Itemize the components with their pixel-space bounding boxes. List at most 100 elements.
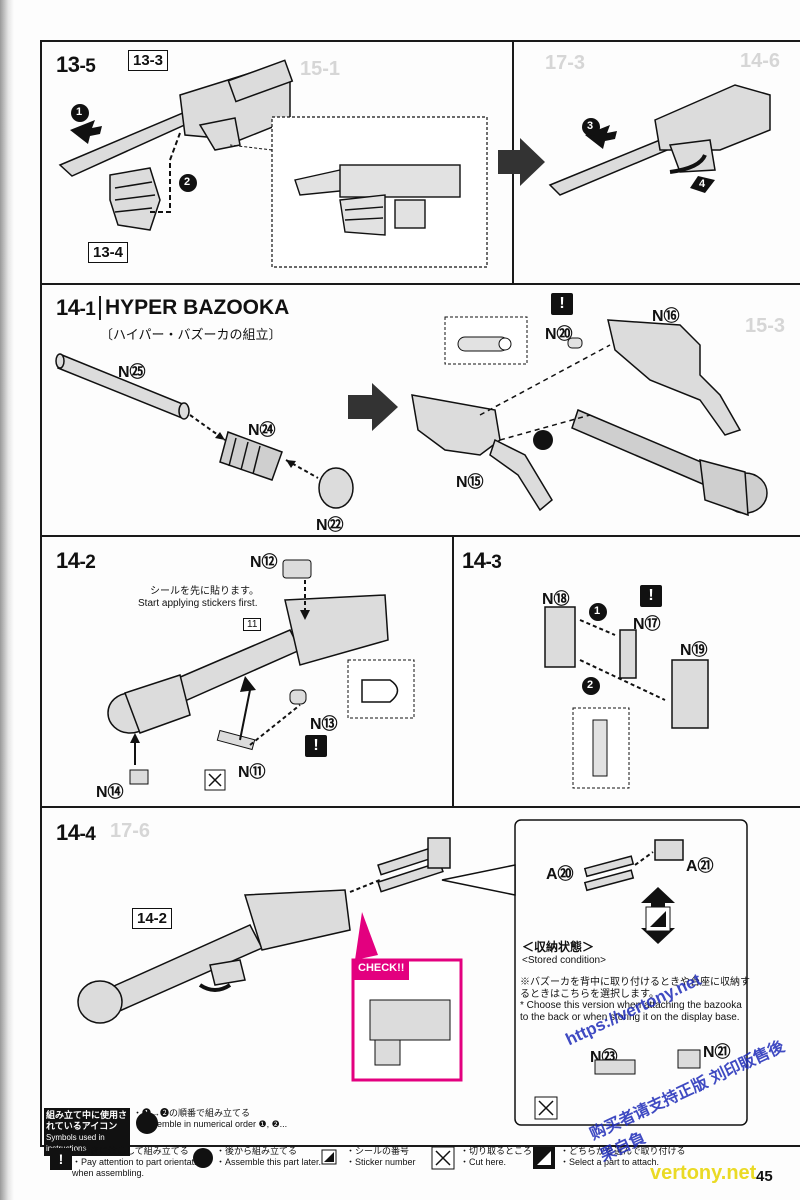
section-divider xyxy=(40,806,800,808)
step-main: 14 xyxy=(56,548,80,573)
rotate-arrow xyxy=(669,154,707,174)
arrow-1 xyxy=(70,104,102,144)
assembly-guide xyxy=(150,132,181,213)
bleed-text: 17-6 xyxy=(110,820,151,842)
step-sub: -5 xyxy=(79,56,96,77)
part-label-n24: N㉔ xyxy=(248,422,276,439)
legend-cut: ・切り取るところ ・Cut here. xyxy=(430,1146,540,1168)
section-divider xyxy=(40,535,800,537)
stored-panel xyxy=(514,819,748,1126)
warning-icon: ! xyxy=(305,735,327,757)
arrow-4-marker xyxy=(690,176,715,193)
arrow-3 xyxy=(585,125,617,149)
stored-note-en: * Choose this version when attaching the… xyxy=(520,1000,742,1023)
step-subtitle-jp: 〔ハイパー・バズーカの組立〕 xyxy=(100,327,282,342)
part-n20 xyxy=(567,337,583,349)
arrow-3-label: 3 xyxy=(587,120,594,132)
later-icon xyxy=(193,1148,213,1168)
part-n14 xyxy=(129,769,149,785)
arrow-4-label: 4 xyxy=(699,178,706,190)
inset-assembled-part xyxy=(294,164,461,236)
legend-sticker-jp: ・シールの番号 xyxy=(346,1146,410,1156)
step-number-14-2: 14-2 xyxy=(56,548,96,574)
bleed-text: 14-6 xyxy=(740,50,781,72)
step-main: 13 xyxy=(56,52,80,77)
part-n19 xyxy=(671,659,709,729)
legend-order-jp: ・❶→❷の順番で組み立てる xyxy=(133,1108,251,1118)
section-divider xyxy=(40,283,800,285)
part-label-n13: N⑬ xyxy=(310,716,338,733)
check-pointer xyxy=(355,912,378,960)
warning-icon: ! xyxy=(640,585,662,607)
arrow-1-label: 1 xyxy=(76,106,83,118)
step-sub: -1 xyxy=(79,299,96,320)
inset-pointer xyxy=(229,144,273,151)
legend-sticker-en: ・Sticker number xyxy=(346,1157,416,1167)
section-divider xyxy=(40,1145,800,1147)
check-label: CHECK!! xyxy=(358,962,405,974)
part-label-a21: A㉑ xyxy=(686,858,714,875)
arrow-2-label: 2 xyxy=(184,176,191,188)
part-label-n19: N⑲ xyxy=(680,642,708,659)
part-label-n17: N⑰ xyxy=(633,616,661,633)
part-label-n22: N㉒ xyxy=(316,517,344,534)
bazooka-assembled xyxy=(77,889,351,1024)
legend-attention: ・向きに注意して組み立てる ・Pay attention to part ori… xyxy=(44,1146,212,1179)
page-binding-shadow xyxy=(0,0,14,1200)
legend-attention-jp: ・向きに注意して組み立てる xyxy=(72,1146,189,1156)
order-1-label: 1 xyxy=(594,605,601,617)
part-label-n20: N⑳ xyxy=(545,326,573,343)
legend-later: ・後から組み立てる ・Assemble this part later. xyxy=(190,1146,336,1168)
step-main: 14 xyxy=(56,295,80,320)
part-a21 xyxy=(654,839,684,861)
stored-note-jp: ※バズーカを背中に取り付けるときや台座に収納するときはこちらを選択します。 xyxy=(520,977,750,1000)
barrel-assembled xyxy=(571,408,768,517)
next-arrow xyxy=(348,383,398,431)
arrow-3-marker xyxy=(582,118,600,136)
section-divider xyxy=(452,535,454,806)
barrel-n25 xyxy=(55,353,190,420)
ref-box-13-4: 13-4 xyxy=(88,242,129,263)
sleeve-n24 xyxy=(219,431,283,481)
step-title: HYPER BAZOOKA xyxy=(105,296,290,319)
bazooka-body xyxy=(107,594,389,734)
legend-order: ・❶→❷の順番で組み立てる ・Assemble in numerical ord… xyxy=(133,1108,308,1130)
step-main: 14 xyxy=(462,548,486,573)
part-label-n12: N⑫ xyxy=(250,554,278,571)
order-2-label: 2 xyxy=(587,679,594,691)
part-label-n21: N㉑ xyxy=(703,1044,731,1061)
part-label-n14: N⑭ xyxy=(96,784,124,801)
part-label-n18: N⑱ xyxy=(542,591,570,608)
legend-later-en: ・Assemble this part later. xyxy=(216,1157,322,1167)
part-label-n16: N⑯ xyxy=(652,308,680,325)
stored-condition-en: <Stored condition> xyxy=(522,955,606,966)
step-sub: -3 xyxy=(485,552,502,573)
legend-sticker: ・シールの番号 ・Sticker number xyxy=(318,1146,446,1168)
step-number-13-5: 13-5 xyxy=(56,52,96,78)
step-number-14-1: 14-1 xyxy=(56,295,96,321)
legend-select-jp: ・どちらかを選んで取り付ける xyxy=(560,1146,686,1156)
stored-condition-jp: ＜収納状態＞ xyxy=(522,940,595,954)
page-number: 45 xyxy=(756,1168,773,1185)
order-icon xyxy=(136,1112,158,1134)
rotate-arrow xyxy=(198,983,232,992)
step-number-14-3: 14-3 xyxy=(462,548,502,574)
part-n18 xyxy=(544,606,576,668)
bleed-text: 15-3 xyxy=(745,315,786,337)
part-n17 xyxy=(619,629,637,679)
part-label-a20: A⑳ xyxy=(546,866,574,883)
step-number-14-4: 14-4 xyxy=(56,820,96,846)
legend-attention-en: ・Pay attention to part orientation when … xyxy=(72,1157,207,1178)
sticker-note-jp: シールを先に貼ります。 xyxy=(150,586,259,597)
sticker-number: 11 xyxy=(243,618,262,631)
part-n13 xyxy=(289,689,307,705)
step-sub: -2 xyxy=(79,552,96,573)
step-main: 14 xyxy=(56,820,80,845)
legend-select-en: ・Select a part to attach. xyxy=(560,1157,660,1167)
legend-order-en: ・Assemble in numerical order ❶, ❷... xyxy=(133,1119,288,1129)
